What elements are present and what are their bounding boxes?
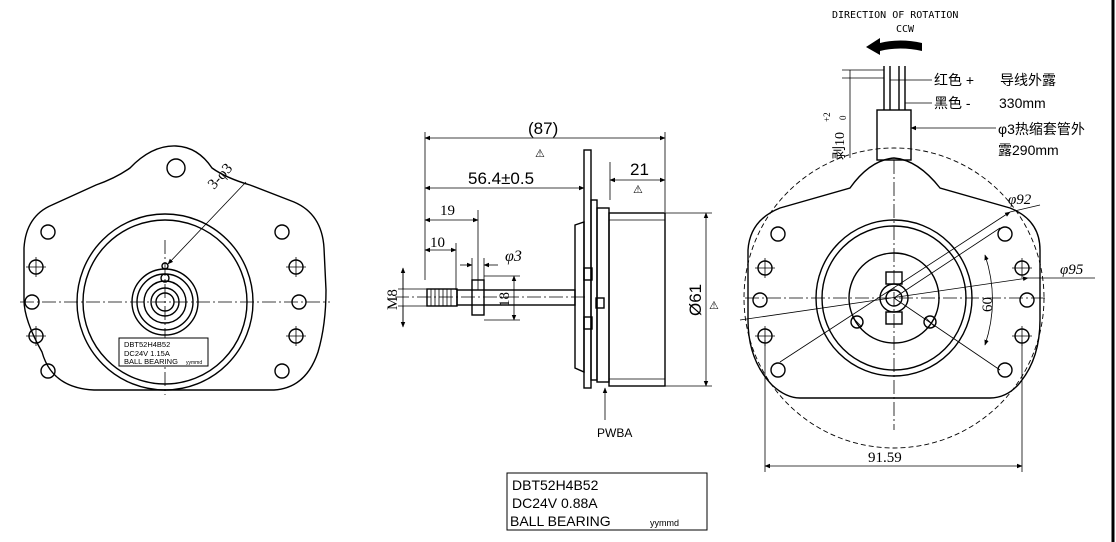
- dim-10: 10: [430, 235, 445, 251]
- front-label-box: [118, 337, 209, 367]
- front-label-line2: DC24V 1.15A: [124, 349, 170, 358]
- dim-19: 19: [440, 203, 455, 219]
- dim-overall-length: (87): [528, 119, 558, 138]
- dim-pin-dia: φ3: [505, 248, 522, 265]
- nameplate-line2: DC24V 0.88A: [512, 495, 598, 511]
- dim-hub-dia: 18: [497, 292, 513, 307]
- front-label-line1: DBT52H4B52: [124, 340, 170, 349]
- front-label-date: yymmd: [186, 360, 202, 366]
- nameplate-box: [506, 472, 708, 531]
- rear-view: DIRECTION OF ROTATION CCW 红色 + 导线外露 黑色 -…: [739, 10, 1095, 472]
- wire-exposed-length: 330mm: [999, 95, 1046, 111]
- strip-length-label: 剥10: [832, 132, 848, 160]
- dim-60: 60: [980, 297, 996, 312]
- strip-tol-upper: +2: [822, 112, 832, 122]
- front-label-line3: BALL BEARING: [124, 357, 178, 366]
- sleeve-label-2: 露290mm: [998, 142, 1059, 158]
- nameplate-date: yymmd: [650, 518, 679, 528]
- strip-tol-lower: 0: [838, 115, 848, 120]
- rotation-arrow-icon: [866, 38, 922, 55]
- dim-thread: M8: [385, 289, 401, 310]
- dim-shaft-to-flange: 56.4±0.5: [468, 169, 534, 188]
- wire-red-label: 红色 +: [934, 72, 974, 88]
- nameplate-line1: DBT52H4B52: [512, 477, 599, 493]
- dim-width: 91.59: [868, 450, 902, 466]
- rotation-title: DIRECTION OF ROTATION: [832, 10, 958, 21]
- rotation-direction: CCW: [896, 24, 915, 35]
- sleeve-label-1: φ3热缩套管外: [998, 121, 1085, 137]
- dim-pcd-92: φ92: [1008, 192, 1032, 208]
- front-view: 3-φ3 DBT52H4B52 DC24V 1.15A BALL BEARING…: [20, 145, 330, 395]
- inspection-symbol-3: ⚠: [709, 300, 719, 312]
- inspection-symbol-1: ⚠: [535, 148, 545, 160]
- nameplate: DBT52H4B52 DC24V 0.88A BALL BEARING yymm…: [506, 472, 708, 531]
- nameplate-line3: BALL BEARING: [510, 513, 611, 529]
- inspection-symbol-2: ⚠: [633, 184, 643, 196]
- dim-body-length: 21: [630, 160, 649, 179]
- dim-body-dia: Ø61: [686, 284, 705, 316]
- pcb-label: PWBA: [597, 426, 632, 440]
- wire-exposed-label: 导线外露: [1000, 72, 1056, 88]
- side-view: (87) ⚠ 56.4±0.5 21 ⚠ 19 10 φ3 M8: [385, 119, 719, 440]
- wire-black-label: 黑色 -: [934, 95, 971, 111]
- dim-pcd-95: φ95: [1060, 262, 1084, 278]
